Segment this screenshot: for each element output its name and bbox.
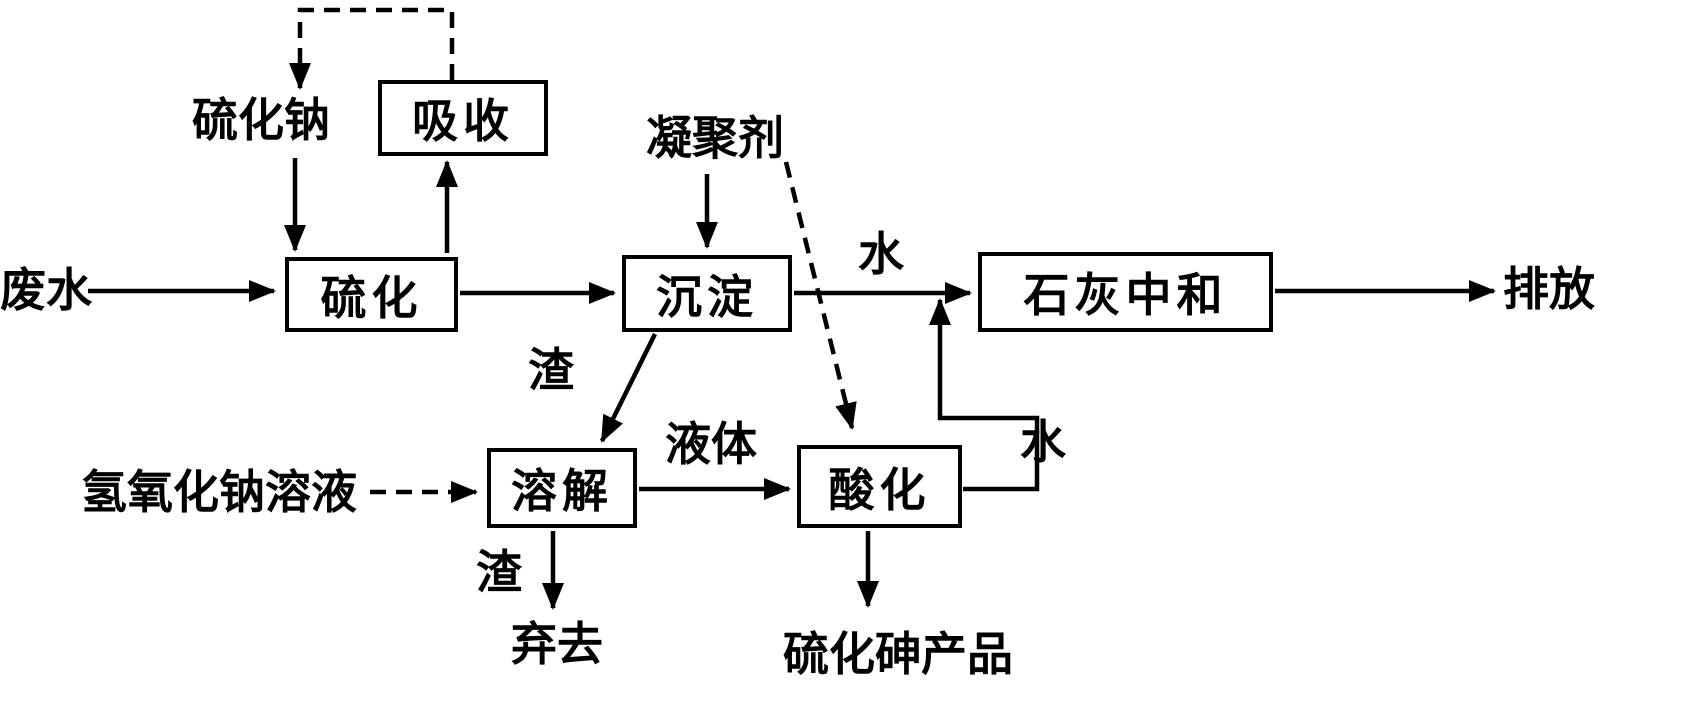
arrow-acidify-water-recycle xyxy=(929,298,1040,492)
label-arsenic-sulfide-product: 硫化砷产品 xyxy=(783,628,1013,680)
label-slag-bottom: 渣 xyxy=(476,546,522,598)
label-discard: 弃去 xyxy=(511,618,603,670)
label-wastewater: 废水 xyxy=(0,264,92,316)
arrow-precipitate-to-dissolve xyxy=(599,333,658,443)
label-water-recycle: 水 xyxy=(1020,416,1066,468)
label-slag-top: 渣 xyxy=(528,344,574,396)
label-naoh-solution: 氢氧化钠溶液 xyxy=(81,466,357,518)
label-coagulant: 凝聚剂 xyxy=(646,112,784,164)
label-sodium-sulfide: 硫化钠 xyxy=(192,94,330,146)
node-absorb: 吸收 xyxy=(378,80,548,156)
node-dissolve: 溶解 xyxy=(487,448,637,528)
dashed-coagulant-to-acidify xyxy=(783,161,857,430)
node-sulfide: 硫化 xyxy=(285,257,458,332)
node-lime-neutralization: 石灰中和 xyxy=(978,252,1273,332)
dashed-absorb-recycle-to-sodium-sulfide xyxy=(289,7,455,90)
node-precipitate: 沉淀 xyxy=(622,255,792,332)
node-acidify: 酸化 xyxy=(797,445,962,528)
label-discharge: 排放 xyxy=(1503,263,1595,315)
label-liquid: 液体 xyxy=(665,418,757,470)
label-water-top: 水 xyxy=(858,228,904,280)
